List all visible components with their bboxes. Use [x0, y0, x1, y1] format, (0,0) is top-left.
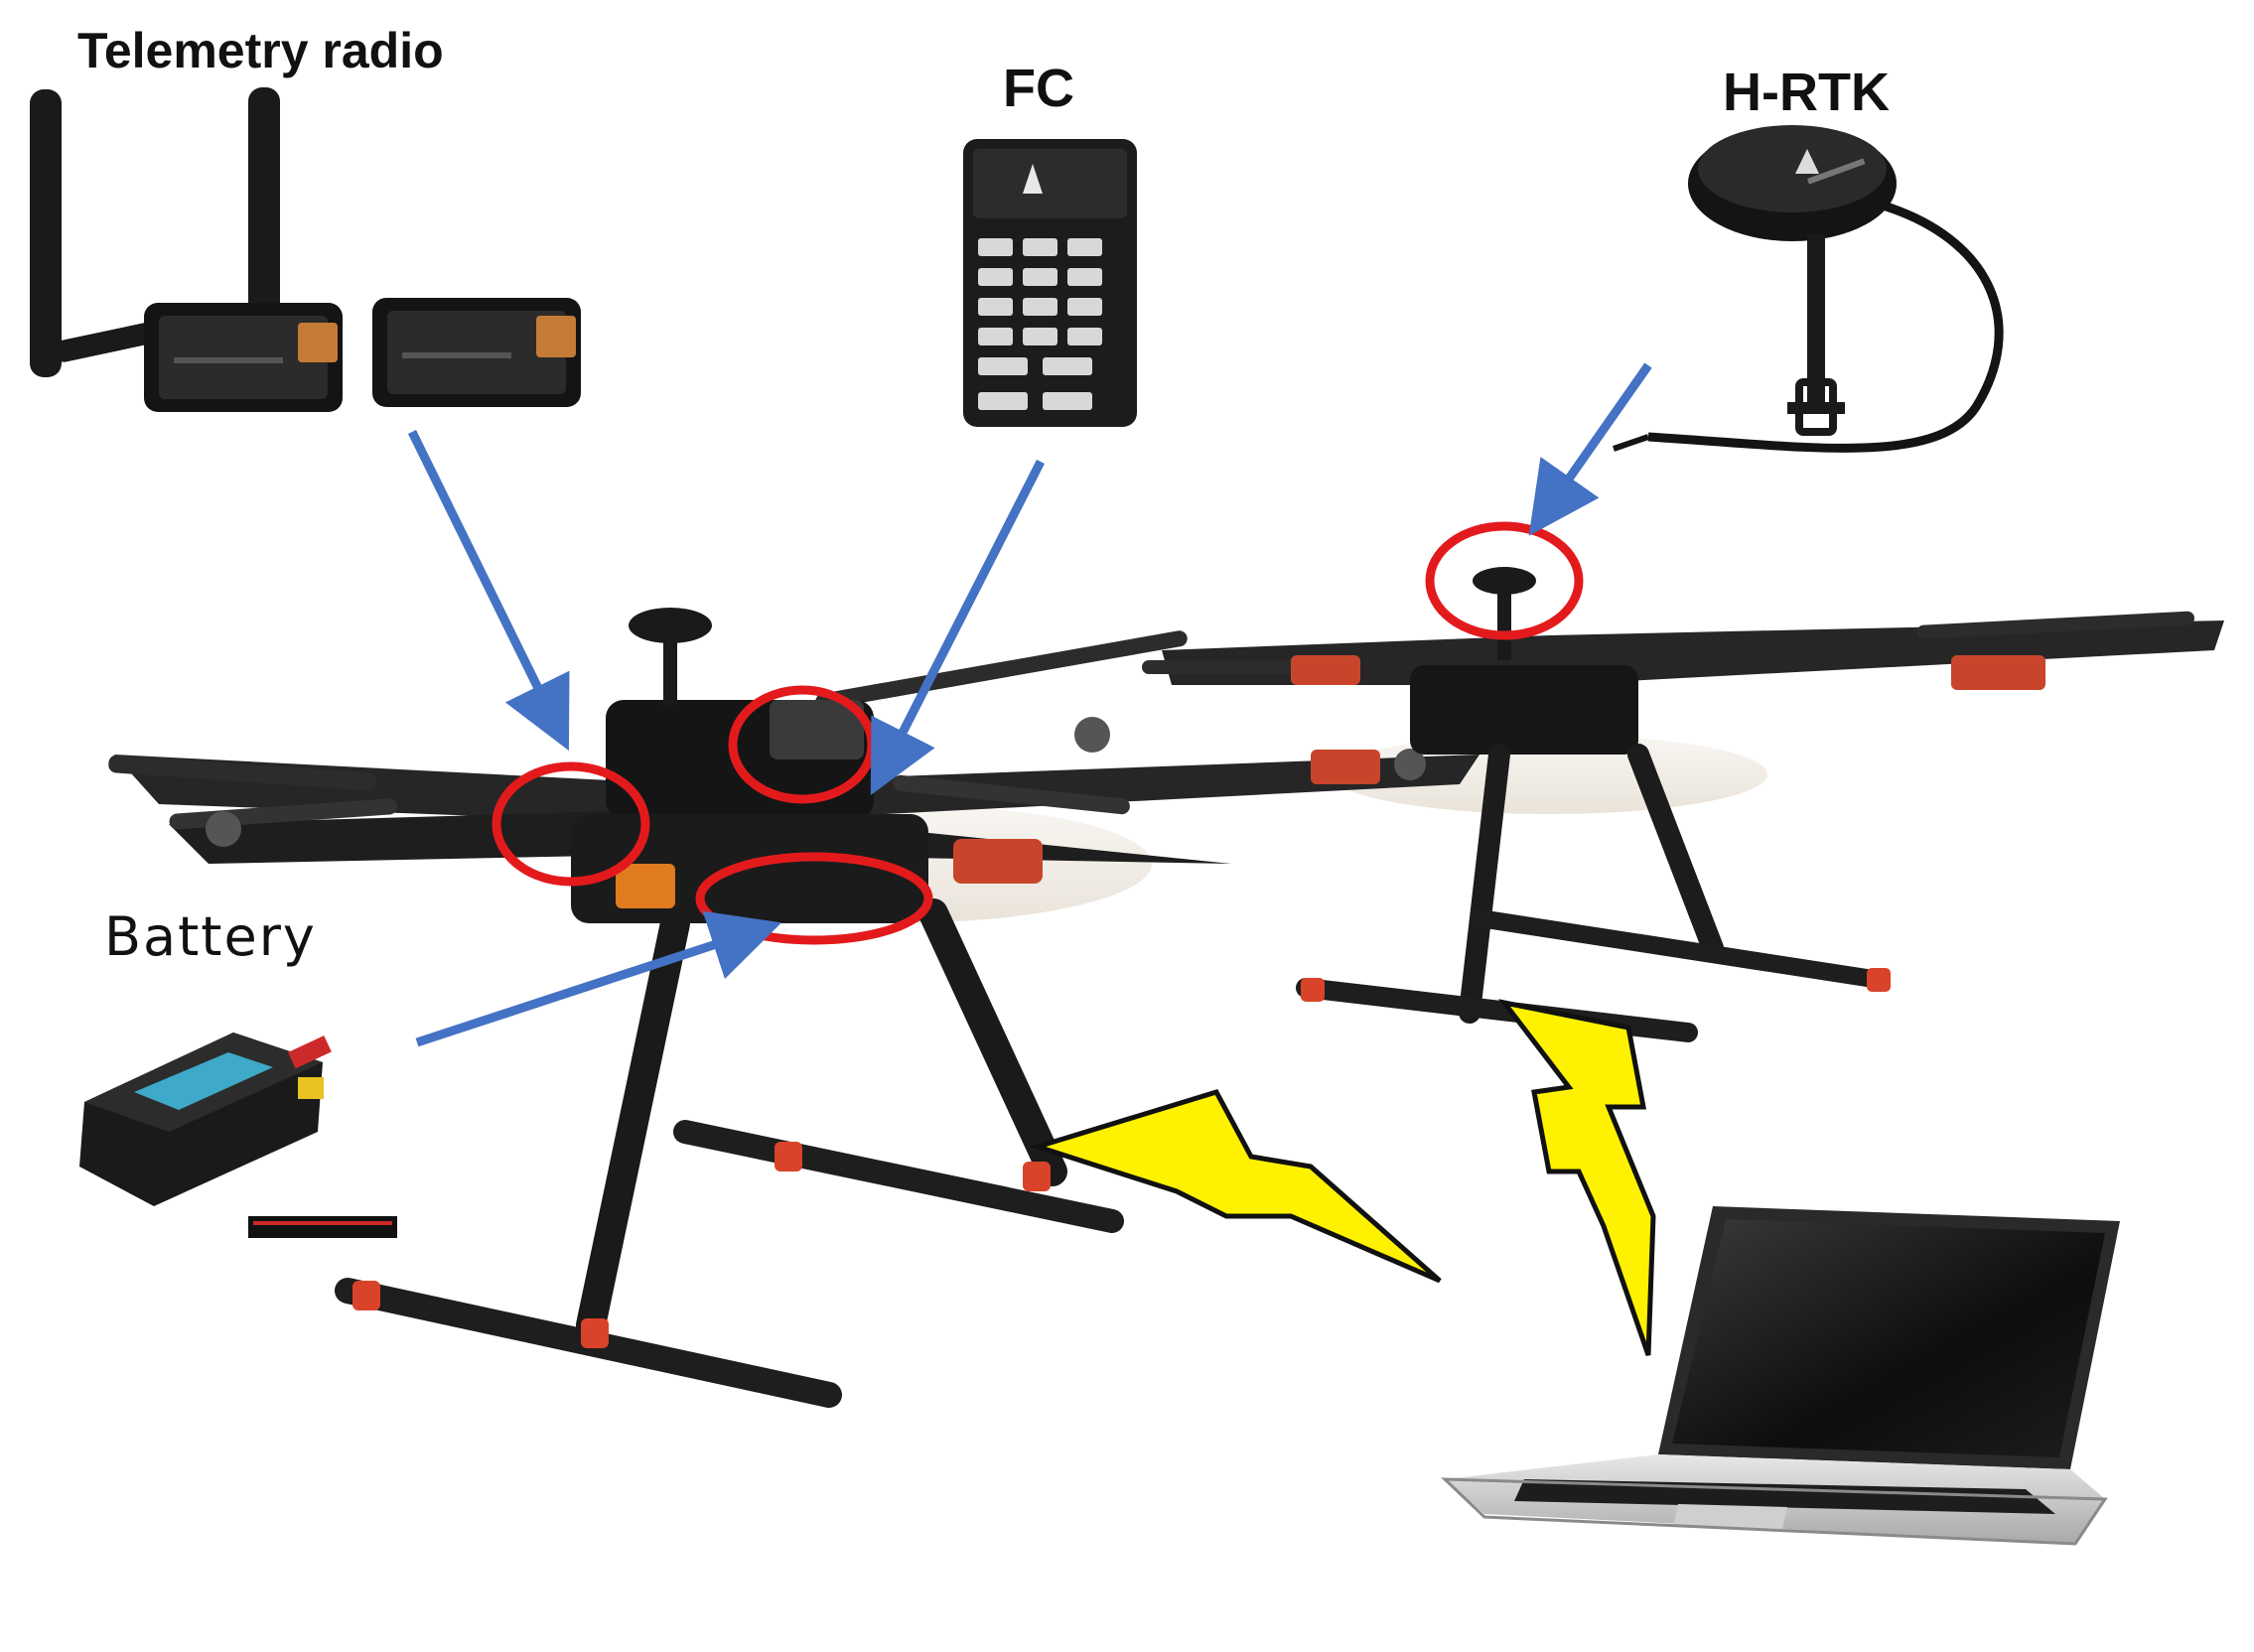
- drone-icon: [1142, 567, 2224, 1042]
- telemetry-radio-icon: [30, 87, 581, 412]
- drone-icon: [108, 608, 1479, 1408]
- highlight-telemetry: [492, 761, 650, 887]
- hrtk-label: H-RTK: [1723, 63, 1890, 122]
- arrow-hrtk: [1528, 362, 1652, 536]
- arrow-telemetry: [407, 430, 570, 752]
- wireless-link-icon: [1497, 999, 1656, 1356]
- lipo-battery-icon: [79, 1032, 397, 1238]
- gps-antenna-icon: [1613, 125, 2004, 453]
- telemetry-radio-label: Telemetry radio: [77, 23, 444, 78]
- battery-label: Battery: [104, 905, 317, 968]
- flight-controller-icon: [963, 139, 1137, 427]
- highlight-battery: [695, 852, 933, 945]
- fc-label: FC: [1003, 59, 1074, 118]
- arrow-fc: [870, 459, 1046, 796]
- laptop-icon: [1441, 1206, 2120, 1546]
- arrow-battery: [415, 910, 782, 1047]
- highlight-hrtk: [1425, 521, 1584, 640]
- wireless-link-icon: [1029, 1089, 1442, 1284]
